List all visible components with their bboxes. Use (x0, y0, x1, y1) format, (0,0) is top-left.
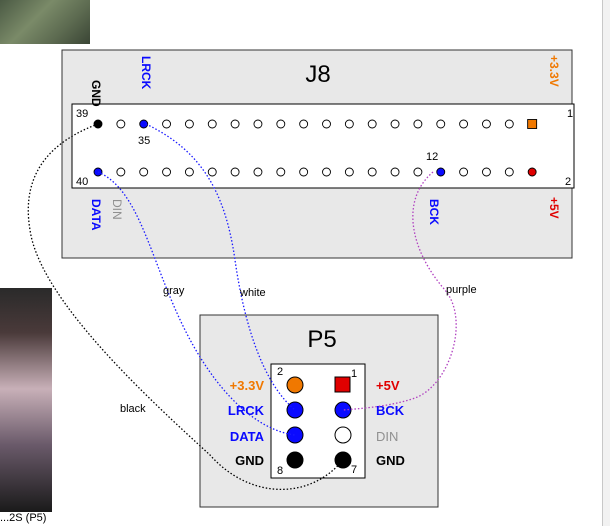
j8-pin (299, 119, 309, 129)
j8-pin (482, 119, 491, 129)
j8-label-data: DATA (89, 199, 103, 231)
j8-pin (162, 119, 172, 129)
p5-pin-5 (334, 426, 352, 444)
j8-pin (230, 167, 240, 177)
j8-pin (276, 119, 286, 129)
photo-fragment-top (0, 0, 90, 44)
wire-gray-data (97, 171, 296, 436)
j8-pin (367, 167, 377, 177)
p5-pin-8-label: 8 (277, 465, 283, 477)
j8-pin (527, 119, 538, 129)
p5-right-label-2: BCK (376, 403, 405, 418)
p5-pin-7-label: 7 (351, 464, 357, 476)
j8-pin (116, 167, 126, 177)
j8-label-lrck: LRCK (139, 56, 153, 90)
j8-pin (184, 119, 194, 129)
j8-pin (344, 119, 354, 129)
wire-label-white: white (239, 287, 266, 299)
j8-pins (93, 119, 538, 177)
j8-pin (367, 119, 377, 129)
j8-pin (527, 167, 537, 177)
j8-label-gnd: GND (89, 80, 103, 107)
p5-left-label-3: DATA (230, 429, 265, 444)
j8-label-din: DIN (110, 199, 124, 220)
wire-label-black: black (120, 403, 146, 415)
p5-pin-2 (286, 376, 304, 394)
j8-pin-39-label: 39 (76, 108, 88, 120)
p5-pin-2-label: 2 (277, 366, 283, 378)
j8-pin (230, 119, 240, 129)
j8-pin (436, 167, 446, 177)
p5-left-label-2: LRCK (228, 403, 265, 418)
j8-pin (344, 167, 354, 177)
wire-white-lrck (145, 123, 296, 411)
j8-pin (459, 167, 469, 177)
figure-caption: ...2S (P5) (0, 512, 47, 524)
p5-right-label-1: +5V (376, 378, 400, 393)
wire-black-gnd (27, 123, 344, 491)
p5-pin-4 (286, 401, 304, 419)
j8-label-bck: BCK (427, 199, 441, 225)
p5-pin-1 (334, 376, 351, 393)
j8-pin (139, 167, 149, 177)
j8-pin (504, 167, 514, 177)
scrollbar[interactable] (602, 0, 610, 526)
j8-title: J8 (305, 61, 330, 88)
j8-label-v33: +3.3V (547, 55, 561, 87)
j8-pin (322, 167, 331, 177)
j8-pin (299, 167, 309, 177)
j8-pin (390, 119, 400, 129)
p5-left-label-4: GND (235, 453, 264, 468)
j8-pin (276, 167, 286, 177)
j8-pin (162, 167, 172, 177)
wire-label-gray: gray (163, 285, 185, 297)
j8-pin (413, 119, 423, 129)
p5-pin-6 (286, 426, 304, 444)
j8-pin (482, 167, 491, 177)
j8-pin (139, 119, 149, 129)
p5-title: P5 (307, 326, 336, 353)
j8-pin-12-label: 12 (426, 151, 438, 163)
p5-pin-1-label: 1 (351, 368, 357, 380)
j8-pin-35-label: 35 (138, 135, 150, 147)
j8-pin (504, 119, 514, 129)
p5-pin-8 (286, 451, 304, 469)
j8-pin (459, 119, 469, 129)
j8-pin (184, 167, 194, 177)
j8-pin (253, 119, 263, 129)
j8-pin (116, 119, 126, 129)
j8-pin (207, 167, 217, 177)
j8-pin (436, 119, 446, 129)
p5-left-label-1: +3.3V (230, 378, 265, 393)
j8-pin (390, 167, 400, 177)
p5-right-label-4: GND (376, 453, 405, 468)
wire-label-purple: purple (446, 284, 477, 296)
j8-pin-1-label: 1 (567, 108, 573, 120)
j8-pin-40-label: 40 (76, 176, 88, 188)
j8-pin (253, 167, 263, 177)
p5-right-label-3: DIN (376, 429, 398, 444)
j8-label-v5: +5V (547, 197, 561, 219)
j8-pin (207, 119, 217, 129)
j8-pin (413, 167, 423, 177)
j8-pin-2-label: 2 (565, 176, 571, 188)
photo-fragment-left (0, 288, 52, 512)
j8-pin (322, 119, 331, 129)
